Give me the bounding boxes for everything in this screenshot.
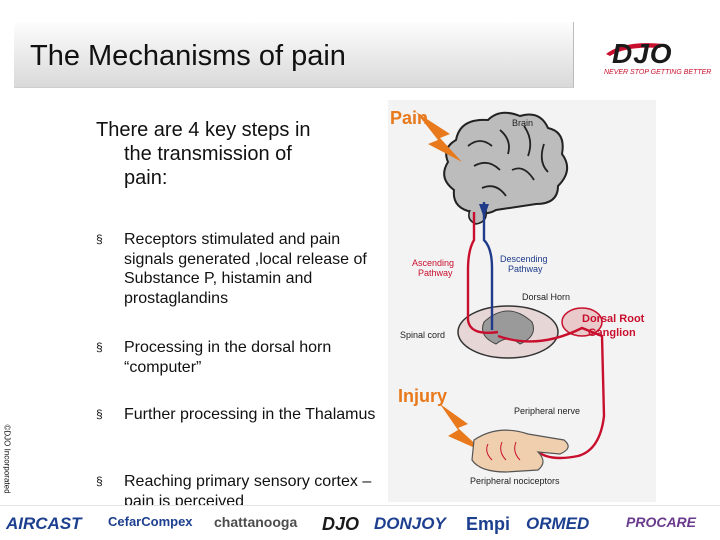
ascending-label-2: Pathway [418, 268, 453, 278]
bullet-marker: § [96, 407, 103, 421]
intro-line-2: the transmission of [124, 143, 292, 165]
peripheral-nociceptors-label: Peripheral nociceptors [470, 476, 560, 486]
descending-pathway-line [482, 202, 494, 330]
footer-logo-bar: AIRCAST CefarCompex chattanooga DJO DONJ… [0, 505, 720, 540]
hand-illustration [471, 429, 569, 473]
descending-label-2: Pathway [508, 264, 543, 274]
brain-label: Brain [512, 118, 533, 128]
bullet-marker: § [96, 232, 103, 246]
ascending-label-1: Ascending [412, 258, 454, 268]
descending-arrow-icon [479, 204, 489, 218]
peripheral-nerve-line [497, 326, 606, 460]
spinal-cord-label: Spinal cord [400, 330, 445, 340]
donjoy-logo: DONJOY [374, 514, 446, 533]
cefarcompex-logo: CefarCompex [108, 514, 193, 529]
bullet-marker: § [96, 340, 103, 354]
slide-title: The Mechanisms of pain [30, 40, 346, 72]
copyright-text: ©DJO Incorporated [2, 424, 12, 494]
intro-line-3: pain: [124, 167, 168, 189]
bullet-text: Processing in the dorsal horn “computer” [124, 339, 332, 376]
pain-bolt-icon [416, 112, 462, 162]
descending-label-1: Descending [500, 254, 548, 264]
djo-logo: DJO NEVER STOP GETTING BETTER [604, 38, 712, 80]
djo-logo-swoosh [606, 43, 664, 56]
bullet-text: Receptors stimulated and pain signals ge… [124, 231, 367, 307]
djo-tagline: NEVER STOP GETTING BETTER [604, 69, 712, 76]
bullet-text: Further processing in the Thalamus [124, 406, 376, 423]
empi-logo: Empi [466, 514, 511, 534]
dorsal-root-label-2: Ganglion [588, 327, 636, 339]
bullet-marker: § [96, 474, 103, 488]
pain-pathway-diagram: Pain Brain Ascending Pathway Descending … [388, 100, 656, 502]
brain-illustration [443, 111, 569, 225]
dorsal-horn-label: Dorsal Horn [522, 292, 570, 302]
ascending-pathway-line [466, 212, 499, 334]
peripheral-nerve-label: Peripheral nerve [514, 406, 580, 416]
dorsal-root-label-1: Dorsal Root [582, 313, 645, 325]
pain-label: Pain [390, 108, 428, 128]
spinal-cord-illustration [457, 305, 603, 359]
injury-label: Injury [398, 386, 447, 406]
djo-wordmark: DJO [612, 38, 673, 69]
ormed-logo: ORMED [526, 514, 590, 533]
pain-pathway-illustration: Pain Brain Ascending Pathway Descending … [390, 108, 645, 486]
djo-footer-logo: DJO [322, 514, 360, 534]
procare-logo: PROCARE [626, 514, 697, 530]
injury-bolt-icon [440, 404, 484, 452]
intro-line-1: There are 4 key steps in [96, 119, 311, 141]
title-bar [14, 22, 574, 88]
chattanooga-logo: chattanooga [214, 514, 298, 530]
intro-text: There are 4 key steps in the transmissio… [96, 118, 396, 190]
copyright-notice: ©DJO Incorporated [0, 418, 14, 500]
aircast-logo: AIRCAST [6, 514, 82, 533]
